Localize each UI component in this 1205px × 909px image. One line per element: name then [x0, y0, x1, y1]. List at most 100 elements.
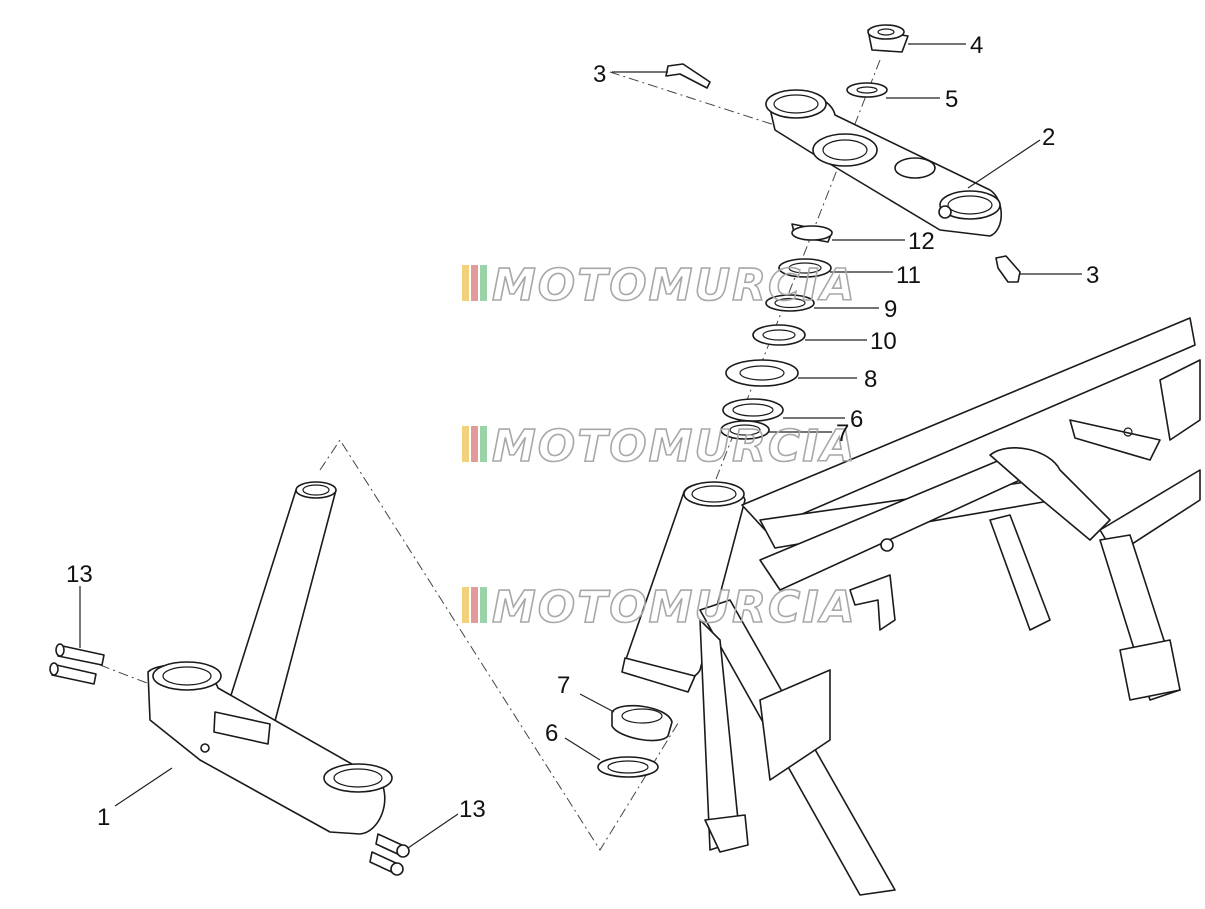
bolt-axis-line	[609, 71, 791, 131]
callout-7-lower: 7	[557, 672, 570, 699]
callout-6-upper: 6	[850, 406, 863, 433]
callout-5: 5	[945, 86, 958, 113]
frame-hole	[1123, 427, 1133, 437]
upper-clamp-left-bore-inner	[773, 94, 819, 114]
callout-11: 11	[896, 262, 921, 289]
callout-4: 4	[970, 32, 983, 59]
bolt-body	[665, 63, 711, 89]
frame-top-rail	[741, 317, 1196, 531]
frame-stud	[880, 538, 894, 552]
leader-2	[967, 139, 1041, 189]
lower-bearing-bore	[621, 708, 663, 724]
upper-bearing-race	[722, 398, 784, 422]
watermark-stripe-red	[471, 265, 478, 301]
watermark-middle: MOTOMURCIA	[462, 420, 857, 473]
upper-bearing-bore	[729, 424, 761, 436]
upper-clamp-right-bore-inner	[947, 195, 993, 215]
callout-13-right: 13	[459, 796, 486, 823]
bolt-body	[995, 255, 1021, 283]
lower-bolts-right	[369, 833, 410, 876]
watermark-bottom: MOTOMURCIA	[462, 581, 857, 634]
frame-rear-mount	[1119, 639, 1181, 701]
bolt-upper-right	[995, 255, 1021, 283]
lower-bolts-left	[49, 643, 105, 685]
ring-nut	[778, 258, 832, 278]
upper-clamp-center-bore-inner	[822, 139, 868, 161]
frame-lower-bracket	[704, 814, 749, 853]
frame-gusset	[989, 447, 1111, 541]
lower-clamp-right-bore	[323, 763, 393, 793]
bolt-body	[57, 644, 105, 666]
bolt-head	[55, 643, 65, 657]
lock-washer	[791, 225, 833, 241]
spacer-ring-bore	[774, 297, 806, 309]
washer-bore	[856, 86, 878, 94]
callout-1: 1	[97, 804, 110, 831]
watermark-stripe-green	[480, 265, 487, 301]
steering-stem-bore	[302, 484, 330, 496]
callout-9: 9	[884, 296, 897, 323]
watermark-stripe-yellow	[462, 265, 469, 301]
bolt-head	[390, 862, 404, 876]
watermark-stripe-green	[480, 426, 487, 462]
lower-bearing-group	[597, 704, 673, 778]
frame-seat-bracket	[1069, 419, 1161, 461]
watermark-stripe-yellow	[462, 587, 469, 623]
lower-clamp-left-bore	[152, 661, 222, 691]
upper-clamp-left-bore	[765, 89, 827, 119]
leader-7b	[579, 693, 615, 713]
upper-clamp-boss	[894, 157, 936, 179]
watermark-text: MOTOMURCIA	[492, 582, 857, 633]
frame-rear-upper	[1159, 359, 1201, 441]
watermark-stripe-green	[480, 587, 487, 623]
dust-cover	[725, 359, 799, 387]
lower-clamp-left-bore-inner	[162, 666, 212, 686]
watermark-stripe-red	[471, 426, 478, 462]
lower-triple-clamp	[147, 481, 393, 835]
bolt-head	[49, 662, 59, 676]
top-nut-bore	[877, 28, 895, 36]
watermark-stripe-yellow	[462, 426, 469, 462]
lower-bearing-race	[597, 756, 659, 778]
bearing-stack	[720, 223, 833, 440]
watermark-top: MOTOMURCIA	[462, 259, 857, 312]
bolt-upper-left	[665, 63, 711, 89]
upper-bearing-race-bore	[732, 403, 774, 417]
lower-clamp-right-bore-inner	[333, 768, 383, 788]
leader-lines	[79, 43, 1082, 849]
ring-nut-bore	[788, 262, 822, 274]
bolt-head	[396, 844, 410, 858]
watermark-text: MOTOMURCIA	[492, 421, 857, 472]
seal-ring	[752, 324, 806, 346]
watermarks: MOTOMURCIA MOTOMURCIA MOTOMURCIA	[462, 259, 857, 634]
frame-side-plate	[989, 514, 1051, 631]
watermark-text: MOTOMURCIA	[492, 260, 857, 311]
frame-plate-lower	[759, 669, 831, 781]
callout-6-lower: 6	[545, 720, 558, 747]
seal-ring-bore	[762, 329, 796, 341]
top-nut	[867, 24, 909, 53]
callout-7-upper: 7	[836, 420, 849, 447]
watermark-stripe-red	[471, 587, 478, 623]
frame	[621, 317, 1201, 896]
steering-stem-top	[295, 481, 337, 499]
head-tube-lower-ring	[621, 657, 696, 693]
callout-3-upper-left: 3	[593, 61, 606, 88]
callout-3-right: 3	[1086, 262, 1099, 289]
leader-1	[114, 767, 173, 807]
leader-13b	[407, 813, 459, 849]
leader-6b	[564, 737, 601, 761]
top-nut-top	[867, 24, 905, 40]
callout-8: 8	[864, 366, 877, 393]
callout-2: 2	[1042, 124, 1055, 151]
upper-clamp-pinch-hole	[938, 205, 952, 219]
callout-13-left: 13	[66, 561, 93, 588]
head-tube-bore	[691, 485, 737, 503]
upper-bearing	[720, 420, 770, 440]
washer	[846, 82, 888, 98]
frame-small-bracket	[849, 574, 896, 631]
dust-cover-bore	[739, 365, 785, 381]
lower-bearing-race-bore	[607, 760, 649, 774]
